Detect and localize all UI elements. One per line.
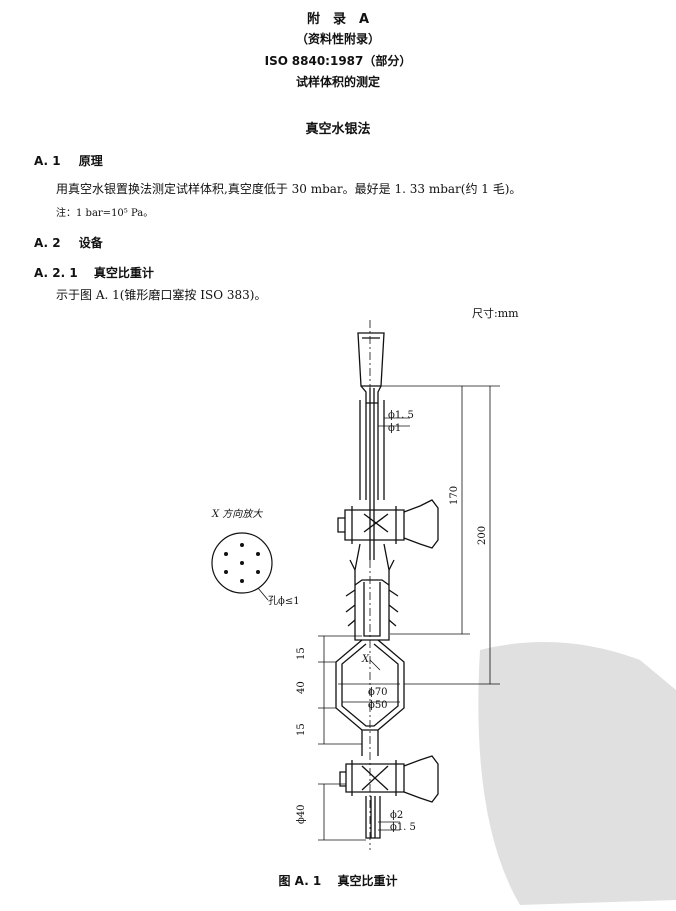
section-a1-body: 用真空水银置换法测定试样体积,真空度低于 30 mbar。最好是 1. 33 m… — [56, 182, 522, 196]
detail-view-circle — [211, 532, 273, 594]
figure-caption-title: 真空比重计 — [337, 874, 398, 888]
standard-ref: ISO 8840:1987（部分） — [0, 52, 676, 69]
appendix-type: （资料性附录） — [295, 32, 380, 46]
section-a1-heading: A. 1 原理 — [34, 152, 103, 169]
dim-170: 170 — [449, 485, 460, 505]
dim-40: 40 — [296, 681, 307, 694]
units-label: 尺寸:mm — [472, 307, 519, 320]
dim-15-lower: 15 — [296, 723, 307, 736]
figure-caption-number: 图 A. 1 — [278, 874, 322, 888]
dim-d1: ϕ1 — [388, 423, 402, 434]
dim-d2: ϕ2 — [390, 810, 404, 821]
dim-d1-5-lower: ϕ1. 5 — [390, 822, 416, 833]
appendix-subject: 试样体积的测定 — [295, 75, 380, 89]
standard-ref-bold: ISO — [264, 54, 288, 68]
section-a2-title: 设备 — [78, 236, 103, 250]
dim-d40: ϕ40 — [296, 804, 307, 824]
dim-d50: ϕ50 — [368, 700, 388, 711]
dim-15-upper: 15 — [296, 647, 307, 660]
dim-200: 200 — [477, 525, 488, 545]
x-marker: X — [362, 654, 370, 665]
appendix-title: 附 录 A — [306, 12, 370, 27]
dim-d1-5-upper: ϕ1. 5 — [388, 410, 414, 421]
dim-d70: ϕ70 — [368, 687, 388, 698]
detail-title: X 方向放大 — [212, 509, 263, 520]
section-a2-heading: A. 2 设备 — [34, 234, 103, 251]
section-a21-heading: A. 2. 1 真空比重计 — [34, 264, 154, 281]
section-a21-number: A. 2. 1 — [34, 266, 78, 280]
watermark-seal — [478, 642, 676, 905]
standard-ref-rest: 8840:1987（部分） — [291, 54, 412, 68]
section-a1-title: 原理 — [78, 154, 103, 168]
section-a21-body: 示于图 A. 1(锥形磨口塞按 ISO 383)。 — [56, 288, 267, 302]
method-title: 真空水银法 — [305, 122, 371, 137]
figure-caption: 图 A. 1 真空比重计 — [0, 872, 676, 889]
section-a1-number: A. 1 — [34, 154, 61, 168]
section-a2-number: A. 2 — [34, 236, 61, 250]
section-a21-title: 真空比重计 — [93, 266, 154, 280]
section-a1-note: 注：1 bar=10⁵ Pa。 — [56, 208, 154, 219]
hole-label: 孔ϕ≤1 — [268, 596, 300, 607]
